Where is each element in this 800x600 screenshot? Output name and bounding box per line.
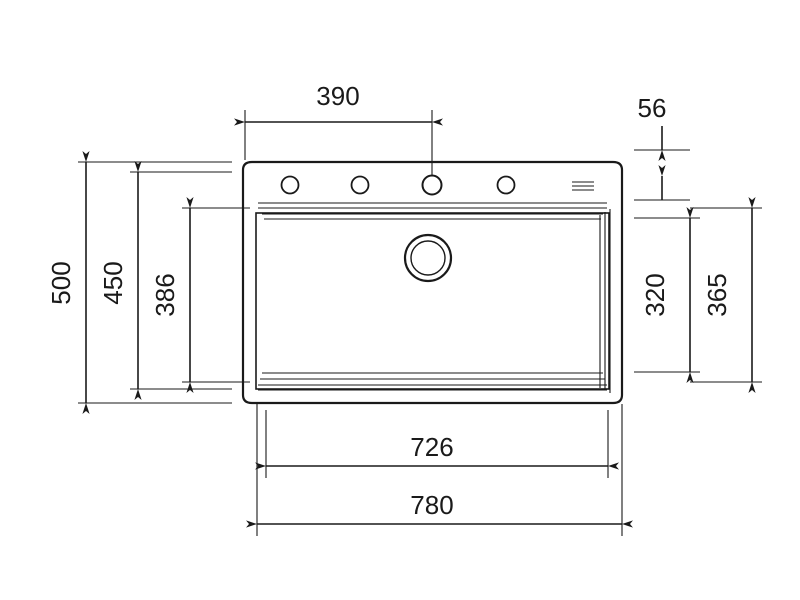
dim-500: 500 <box>46 151 232 414</box>
tap-hole-1 <box>280 175 300 195</box>
drain-outer-ring <box>403 233 453 283</box>
dim-386-label: 386 <box>150 273 180 316</box>
tap-hole-3-center <box>421 174 443 196</box>
dim-726-label: 726 <box>410 432 453 462</box>
dim-780-label: 780 <box>410 490 453 520</box>
sink-basin-outline <box>255 212 610 390</box>
tap-hole-4 <box>496 175 516 195</box>
dim-390: 390 <box>234 81 443 176</box>
sink-body <box>241 160 624 405</box>
dim-386: 386 <box>150 197 250 393</box>
dim-320: 320 <box>634 207 700 383</box>
dim-726: 726 <box>255 410 619 478</box>
dim-780: 780 <box>246 404 633 536</box>
bottom-ridge-lines <box>258 372 607 391</box>
top-ridge-lines <box>258 202 607 220</box>
dim-390-label: 390 <box>316 81 359 111</box>
right-ridge-lines <box>599 209 611 393</box>
dim-450: 450 <box>98 161 232 400</box>
dim-365-label: 365 <box>702 273 732 316</box>
dim-365: 365 <box>690 197 762 393</box>
tap-hole-2 <box>350 175 370 195</box>
dim-450-label: 450 <box>98 261 128 304</box>
brand-plate-mark <box>572 181 594 191</box>
drain-inner-ring <box>410 240 446 276</box>
sink-outer-outline <box>241 160 624 405</box>
dim-56-label: 56 <box>638 93 667 123</box>
dim-500-label: 500 <box>46 261 76 304</box>
dim-56: 56 <box>634 93 690 201</box>
dim-320-label: 320 <box>640 273 670 316</box>
